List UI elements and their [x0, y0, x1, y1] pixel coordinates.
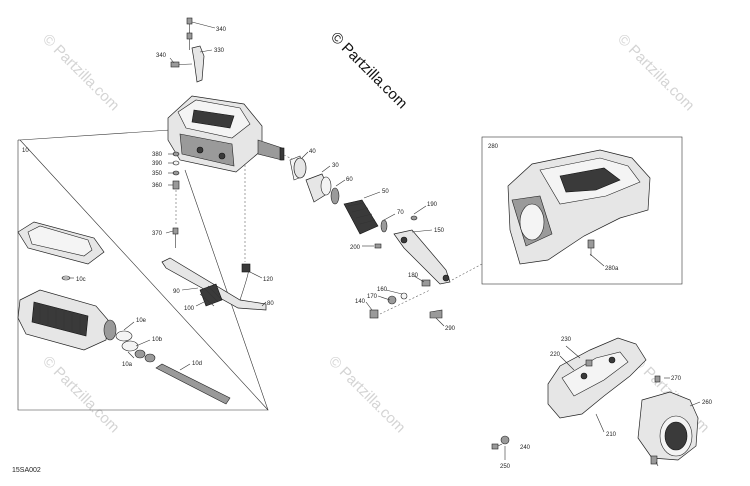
- callout-140: 140: [355, 299, 366, 305]
- callout-10a: 10a: [122, 362, 133, 368]
- callout-260: 260: [702, 400, 713, 406]
- callout-10e: 10e: [136, 318, 147, 324]
- callout-290: 290: [445, 326, 456, 332]
- callout-70: 70: [397, 210, 404, 216]
- bottom-fasteners: [491, 435, 510, 450]
- lever-spring-assembly: [161, 257, 267, 311]
- callout-270: 270: [671, 376, 682, 382]
- callout-60: 60: [346, 177, 353, 183]
- callout-280: 280: [488, 144, 499, 150]
- callout-10c: 10c: [76, 277, 86, 283]
- callout-330: 330: [214, 48, 225, 54]
- callout-340-left: 340: [156, 53, 167, 59]
- watermark-top-left: © Partzilla.com: [39, 31, 122, 114]
- callout-340-top: 340: [216, 27, 227, 33]
- callout-380: 380: [152, 152, 163, 158]
- callout-180: 180: [408, 273, 419, 279]
- callout-350: 350: [152, 171, 163, 177]
- housing-alignment-lines: [244, 154, 299, 262]
- callout-200: 200: [350, 245, 361, 251]
- callout-230: 230: [561, 337, 572, 343]
- top-bracket-assembly: [170, 17, 205, 83]
- watermark-bottom-left: © Partzilla.com: [39, 353, 122, 436]
- callout-360: 360: [152, 183, 163, 189]
- drive-coupling-parts: [289, 155, 388, 249]
- intake-cover: [507, 149, 651, 265]
- linkage-arm: [393, 215, 451, 285]
- watermark-bottom-middle: © Partzilla.com: [325, 353, 408, 436]
- callout-390: 390: [152, 161, 163, 167]
- callout-220: 220: [550, 352, 561, 358]
- mounting-bracket: [547, 337, 647, 419]
- linkage-hardware: [369, 263, 483, 319]
- diagram-reference-code: 15SA002: [12, 467, 41, 474]
- callout-10b: 10b: [152, 337, 163, 343]
- callout-370: 370: [152, 231, 163, 237]
- detail-10-components: [17, 221, 231, 405]
- copyright-watermark: © Partzilla.com: [327, 29, 410, 112]
- callout-250: 250: [500, 464, 511, 470]
- callout-160: 160: [377, 287, 388, 293]
- leader-lines: [62, 21, 701, 467]
- callout-150: 150: [434, 228, 445, 234]
- intake-elbow: [637, 375, 699, 465]
- callout-240: 240: [520, 445, 531, 451]
- callout-190: 190: [427, 202, 438, 208]
- callout-120: 120: [263, 277, 274, 283]
- watermark-top-right: © Partzilla.com: [614, 31, 697, 114]
- callout-80: 80: [267, 301, 274, 307]
- supercharger-housing: [167, 95, 285, 173]
- callout-50: 50: [382, 189, 389, 195]
- callout-170: 170: [367, 294, 378, 300]
- detail-frame-10: [17, 129, 269, 411]
- callout-40: 40: [309, 149, 316, 155]
- callout-30: 30: [332, 163, 339, 169]
- callout-10d: 10d: [192, 361, 202, 367]
- callout-210: 210: [606, 432, 617, 438]
- callout-280a: 280a: [605, 266, 619, 272]
- callout-labels: 340 340 330 380 390 350 360 370 40 30 60…: [22, 27, 713, 470]
- callout-90: 90: [173, 289, 180, 295]
- callout-10: 10: [22, 148, 29, 154]
- callout-100: 100: [184, 306, 195, 312]
- detail-frame-280: [481, 136, 683, 285]
- shaft-small-parts: [172, 151, 180, 248]
